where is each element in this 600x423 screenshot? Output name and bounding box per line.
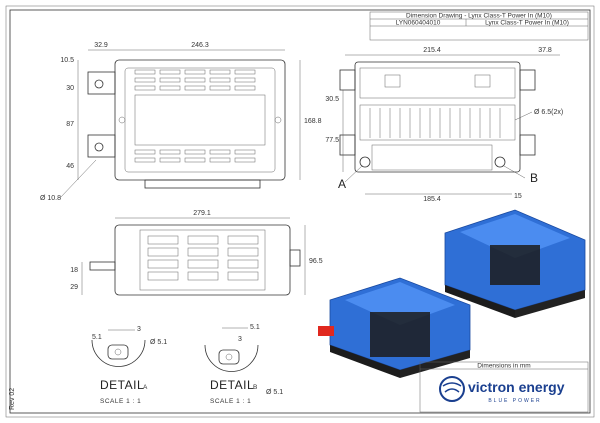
svg-text:5.1: 5.1 [250, 324, 260, 331]
drawing-frame [9, 9, 591, 414]
svg-text:29: 29 [70, 284, 78, 291]
svg-text:15: 15 [514, 193, 522, 200]
svg-text:10.5: 10.5 [60, 57, 74, 64]
svg-text:30: 30 [66, 85, 74, 92]
detail-a: 5.1 3 Ø 5.1 DETAIL A SCALE 1 : 1 [91, 326, 167, 405]
detail-a-letter: A [143, 384, 148, 391]
front-view: 215.4 37.8 30.5 77.5 Ø 6.5(2x) 185.4 15 … [325, 47, 563, 203]
section-label-b: B [530, 171, 539, 185]
svg-text:Ø 5.1: Ø 5.1 [150, 339, 167, 346]
detail-a-title: DETAIL [100, 378, 144, 392]
detail-b: 5.1 3 Ø 5.1 DETAIL B SCALE 1 : 1 [204, 324, 283, 405]
svg-text:46: 46 [66, 163, 74, 170]
svg-text:Ø 5.1: Ø 5.1 [266, 389, 283, 396]
victron-logo: victron energy BLUE POWER [439, 376, 565, 404]
svg-text:215.4: 215.4 [423, 47, 441, 54]
red-terminal-cover [318, 326, 334, 336]
brand-name: victron energy [468, 379, 565, 395]
svg-text:279.1: 279.1 [193, 210, 211, 217]
drawing-title: Dimension Drawing - Lynx Class-T Power I… [406, 13, 552, 20]
detail-b-scale: SCALE 1 : 1 [210, 398, 251, 405]
part-number: LYN060404010 [396, 20, 441, 27]
title-block: Dimension Drawing - Lynx Class-T Power I… [369, 11, 589, 41]
detail-a-scale: SCALE 1 : 1 [100, 398, 141, 405]
section-label-a: A [338, 177, 347, 191]
units-note-box: Dimensions in mm [419, 361, 589, 413]
sheet-border [5, 5, 595, 418]
svg-text:77.5: 77.5 [325, 137, 339, 144]
svg-text:30.5: 30.5 [325, 96, 339, 103]
detail-b-title: DETAIL [210, 378, 254, 392]
render-left [318, 277, 471, 378]
side-view: 279.1 96.5 18 29 [70, 210, 323, 296]
svg-text:96.5: 96.5 [309, 258, 323, 265]
detail-b-letter: B [253, 384, 258, 391]
revision-label: Rev 02 [9, 388, 16, 410]
svg-text:168.8: 168.8 [304, 118, 322, 125]
svg-text:Ø 6.5(2x): Ø 6.5(2x) [534, 109, 563, 116]
svg-text:3: 3 [137, 326, 141, 333]
units-note: Dimensions in mm [477, 363, 530, 370]
svg-text:32.9: 32.9 [94, 42, 108, 49]
part-name: Lynx Class-T Power In (M10) [485, 20, 569, 27]
render-right [444, 209, 586, 318]
brand-tagline: BLUE POWER [488, 398, 541, 404]
svg-text:Ø 10.8: Ø 10.8 [40, 195, 61, 202]
svg-text:3: 3 [238, 336, 242, 343]
svg-text:246.3: 246.3 [191, 42, 209, 49]
svg-text:5.1: 5.1 [92, 334, 102, 341]
svg-text:185.4: 185.4 [423, 196, 441, 203]
svg-text:18: 18 [70, 267, 78, 274]
svg-text:87: 87 [66, 121, 74, 128]
top-view: 32.9 246.3 10.5 30 87 46 168.8 Ø 10.8 [40, 42, 322, 202]
svg-text:37.8: 37.8 [538, 47, 552, 54]
